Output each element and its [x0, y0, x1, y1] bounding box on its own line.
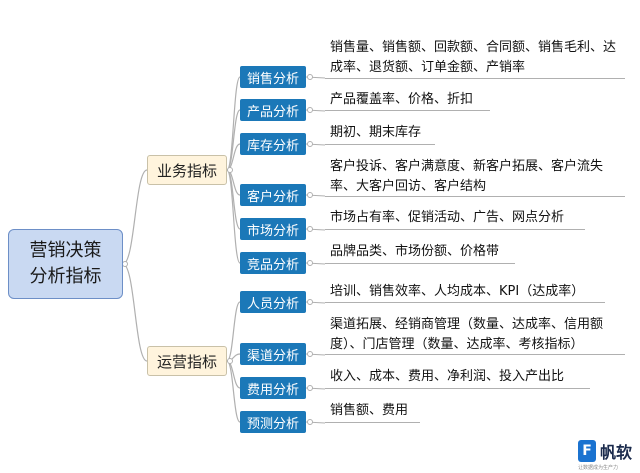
branch-label: 库存分析 — [246, 138, 299, 154]
leaf-product: 产品覆盖率、价格、折扣 — [330, 90, 473, 110]
connector-knob — [227, 167, 233, 173]
branch-label: 人员分析 — [246, 296, 299, 312]
leaf-underline — [325, 229, 585, 230]
leaf-competitor: 品牌品类、市场份额、价格带 — [330, 242, 499, 262]
connector-knob — [307, 385, 313, 391]
group-business: 业务指标 — [147, 155, 227, 185]
group-operations-label: 运营指标 — [156, 352, 217, 371]
branch-label: 预测分析 — [246, 416, 299, 432]
branch-label: 产品分析 — [246, 104, 299, 120]
connector-knob — [307, 141, 313, 147]
branch-label: 客户分析 — [246, 189, 299, 205]
branch-label: 销售分析 — [246, 71, 299, 87]
group-to-branch — [226, 301, 241, 362]
connector-knob — [227, 358, 233, 364]
leaf-line: 产品覆盖率、价格、折扣 — [330, 92, 474, 107]
leaf-channel: 渠道拓展、经销商管理（数量、达成率、信用额度）、门店管理（数量、达成率、考核指标… — [330, 315, 603, 355]
branch-channel: 渠道分析 — [240, 343, 306, 365]
root-node: 营销决策 分析指标 — [8, 229, 123, 299]
leaf-line: 品牌品类、市场份额、价格带 — [330, 244, 500, 259]
leaf-line: 市场占有率、促销活动、广告、网点分析 — [330, 210, 565, 225]
root-to-operations — [122, 263, 148, 362]
leaf-inventory: 期初、期末库存 — [330, 123, 421, 143]
connector-knob — [307, 192, 313, 198]
branch-label: 费用分析 — [246, 382, 299, 398]
leaf-line: 销售额、费用 — [330, 403, 409, 418]
branch-customer: 客户分析 — [240, 184, 306, 206]
logo-subtext: 让数据成为生产力 — [578, 465, 619, 471]
leaf-sales: 销售量、销售额、回款额、合同额、销售毛利、达成率、退货额、订单金额、产销率 — [330, 38, 616, 78]
leaf-forecast: 销售额、费用 — [330, 401, 408, 421]
leaf-line: 渠道拓展、经销商管理（数量、达成率、信用额 — [330, 317, 604, 332]
group-business-label: 业务指标 — [156, 161, 217, 180]
root-to-business — [122, 169, 148, 265]
connector-knob — [307, 107, 313, 113]
leaf-customer: 客户投诉、客户满意度、新客户拓展、客户流失率、大客户回访、客户结构 — [330, 157, 603, 197]
connector-knob — [307, 419, 313, 425]
logo-text: 帆软 — [600, 443, 633, 462]
group-operations: 运营指标 — [147, 346, 227, 376]
leaf-expense: 收入、成本、费用、净利润、投入产出比 — [330, 367, 564, 387]
branch-label: 市场分析 — [246, 223, 299, 239]
leaf-line: 率、大客户回访、客户结构 — [330, 179, 487, 194]
branch-inventory: 库存分析 — [240, 133, 306, 155]
connector-knob — [307, 299, 313, 305]
brand-logo: F 帆软 让数据成为生产力 — [578, 438, 638, 472]
leaf-underline — [325, 110, 490, 111]
connector-knob — [307, 260, 313, 266]
leaf-underline — [325, 354, 625, 355]
leaf-line: 成率、退货额、订单金额、产销率 — [330, 60, 526, 75]
leaf-underline — [325, 388, 590, 389]
leaf-line: 收入、成本、费用、净利润、投入产出比 — [330, 369, 565, 384]
logo-icon: F — [578, 440, 596, 462]
leaf-market: 市场占有率、促销活动、广告、网点分析 — [330, 208, 564, 228]
branch-product: 产品分析 — [240, 99, 306, 121]
root-label-line2: 分析指标 — [29, 266, 102, 287]
connector-knob — [307, 351, 313, 357]
leaf-line: 销售量、销售额、回款额、合同额、销售毛利、达 — [330, 40, 617, 55]
connector-knob — [307, 74, 313, 80]
leaf-underline — [325, 78, 625, 79]
leaf-underline — [325, 422, 420, 423]
root-label-line1: 营销决策 — [29, 240, 102, 261]
group-to-branch — [226, 360, 241, 423]
connector-knob — [122, 261, 128, 267]
leaf-line: 度）、门店管理（数量、达成率、考核指标） — [330, 337, 584, 352]
leaf-line: 培训、销售效率、人均成本、KPI（达成率） — [330, 284, 585, 299]
branch-market: 市场分析 — [240, 218, 306, 240]
branch-sales: 销售分析 — [240, 66, 306, 88]
branch-forecast: 预测分析 — [240, 411, 306, 433]
leaf-underline — [325, 196, 625, 197]
leaf-underline — [325, 263, 515, 264]
group-to-branch — [226, 169, 241, 264]
branch-staff: 人员分析 — [240, 291, 306, 313]
leaf-underline — [325, 302, 605, 303]
leaf-staff: 培训、销售效率、人均成本、KPI（达成率） — [330, 282, 584, 302]
leaf-line: 客户投诉、客户满意度、新客户拓展、客户流失 — [330, 159, 604, 174]
branch-label: 渠道分析 — [246, 348, 299, 364]
leaf-line: 期初、期末库存 — [330, 125, 422, 140]
leaf-underline — [325, 144, 435, 145]
connector-knob — [307, 226, 313, 232]
branch-label: 竞品分析 — [246, 257, 299, 273]
branch-competitor: 竞品分析 — [240, 252, 306, 274]
branch-expense: 费用分析 — [240, 377, 306, 399]
